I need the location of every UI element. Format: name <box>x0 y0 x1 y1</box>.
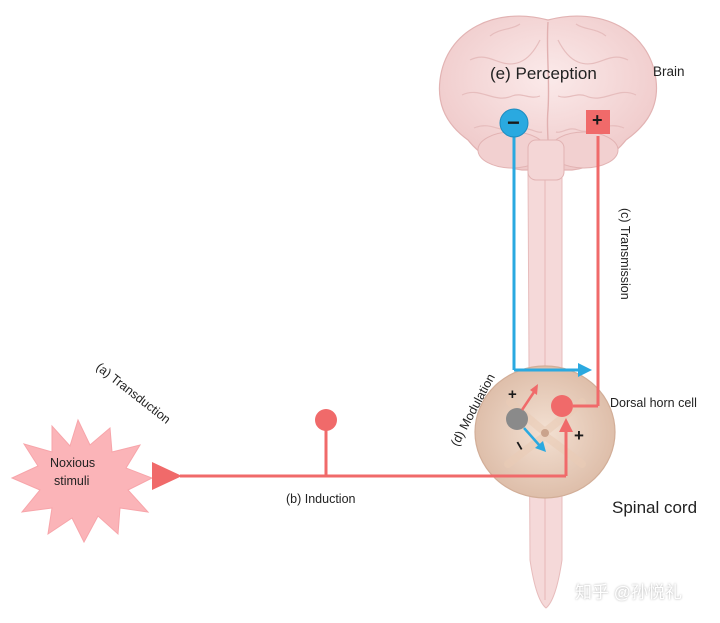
dorsal-horn-label: Dorsal horn cell <box>610 396 697 410</box>
minus-sign: − <box>507 110 520 135</box>
inhibitory-arrowhead <box>535 441 546 452</box>
dorsal-horn-cell <box>551 395 573 417</box>
interneuron <box>506 408 528 430</box>
receptor-terminal <box>152 462 182 490</box>
plus-square <box>586 110 610 134</box>
spinal-cord-section <box>474 365 616 499</box>
axon-arrowhead <box>559 418 573 432</box>
perception-label: (e) Perception <box>490 64 597 83</box>
noxious-label-line1: Noxious <box>50 456 96 470</box>
spinal-cord-label: Spinal cord <box>612 498 698 517</box>
transmission-label: (c) Transmission <box>618 208 632 300</box>
plus-sign: + <box>592 110 603 130</box>
noxious-label-line2: stimuli <box>54 474 90 488</box>
brain-illustration <box>438 15 658 181</box>
noxious-stimuli-burst <box>10 418 154 544</box>
dorsal-horn-plus: + <box>574 426 584 445</box>
inhibitory-arrow <box>523 427 541 447</box>
brain-label: Brain <box>653 64 685 79</box>
watermark: 知乎 @孙悦礼 <box>575 583 682 602</box>
induction-label: (b) Induction <box>286 492 356 506</box>
excitatory-arrowhead <box>530 384 538 395</box>
modulation-plus: + <box>508 386 517 403</box>
dorsal-root-ganglion <box>315 409 337 431</box>
excitatory-arrow <box>520 391 536 411</box>
descending-arrowhead <box>578 363 592 377</box>
minus-circle <box>499 108 529 138</box>
